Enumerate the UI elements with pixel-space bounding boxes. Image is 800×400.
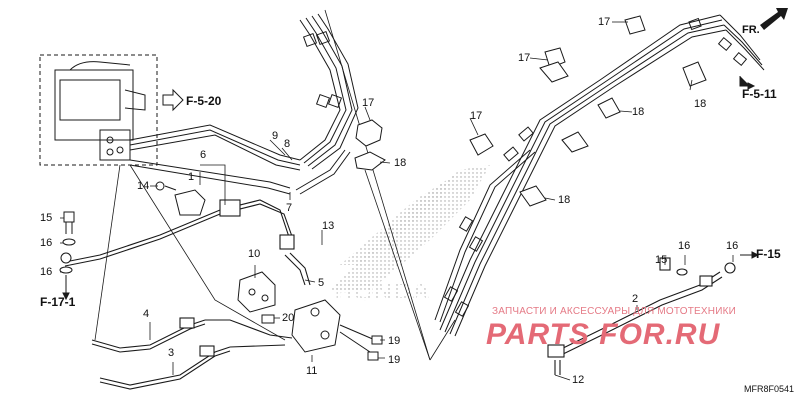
rear-brake-hoses	[91, 317, 293, 390]
callout-part-11: 11	[306, 365, 318, 377]
callout-part-16-right-b: 16	[726, 240, 739, 252]
callout-part-16-right-a: 16	[678, 240, 691, 252]
svg-text:HONDA: HONDA	[335, 276, 431, 306]
hose-bracket	[155, 181, 206, 216]
callout-part-5: 5	[318, 277, 325, 289]
callout-part-15-right: 15	[655, 254, 668, 266]
callout-part-18-c: 18	[694, 98, 707, 110]
callout-part-17-d: 17	[598, 16, 611, 28]
leader-lines	[60, 21, 734, 381]
callout-part-12: 12	[572, 374, 585, 386]
watermark-text: ЗАПЧАСТИ И АКСЕССУАРЫ ДЛЯ МОТОТЕХНИКИ	[492, 306, 737, 317]
pipe-clips	[354, 15, 707, 207]
front-brake-hose	[64, 199, 311, 286]
callout-part-20: 20	[282, 312, 295, 324]
ref-f520[interactable]: F-5-20	[186, 94, 222, 108]
ref-arrow-f520	[162, 88, 184, 112]
banjo-bolts-left	[59, 211, 76, 290]
callout-part-4: 4	[143, 308, 150, 320]
callout-part-7: 7	[286, 202, 293, 214]
watermark-logo: PARTS FOR.RU	[486, 318, 721, 351]
callout-part-8: 8	[284, 138, 291, 150]
callout-part-14: 14	[137, 180, 150, 192]
honda-wing-emblem: HONDA	[330, 165, 490, 306]
callout-part-17-a: 17	[362, 97, 375, 109]
callout-part-16-left-b: 16	[40, 266, 53, 278]
callout-part-17-c: 17	[518, 52, 531, 64]
callout-part-9: 9	[272, 130, 279, 142]
callout-part-19-b: 19	[388, 354, 401, 366]
ref-f171[interactable]: F-17-1	[40, 295, 76, 309]
front-direction-arrow	[760, 8, 788, 30]
callout-part-13: 13	[322, 220, 335, 232]
ref-f15[interactable]: F-15	[756, 247, 781, 261]
ref-f511[interactable]: F-5-11	[742, 87, 777, 101]
callout-part-1: 1	[188, 171, 195, 183]
drawing-code: MFR8F0541	[743, 384, 794, 394]
ref-arrows	[62, 76, 760, 301]
front-direction-label: FR.	[742, 24, 760, 36]
proportioning-valve	[237, 271, 383, 361]
brake-pipes-upper	[129, 13, 359, 195]
guide-lines	[94, 9, 456, 361]
callout-part-19-a: 19	[388, 335, 401, 347]
callout-part-18-d: 18	[558, 194, 571, 206]
callout-part-2: 2	[632, 293, 639, 305]
brake-pipes-right	[434, 14, 765, 337]
callout-part-18-b: 18	[632, 106, 645, 118]
callout-part-18-a: 18	[394, 157, 407, 169]
callout-part-10: 10	[248, 248, 261, 260]
callout-part-16-left-a: 16	[40, 237, 53, 249]
abs-modulator	[39, 54, 158, 166]
callout-part-17-b: 17	[470, 110, 483, 122]
callout-part-3: 3	[168, 347, 175, 359]
callout-part-6: 6	[200, 149, 207, 161]
callout-part-15-left: 15	[40, 212, 53, 224]
